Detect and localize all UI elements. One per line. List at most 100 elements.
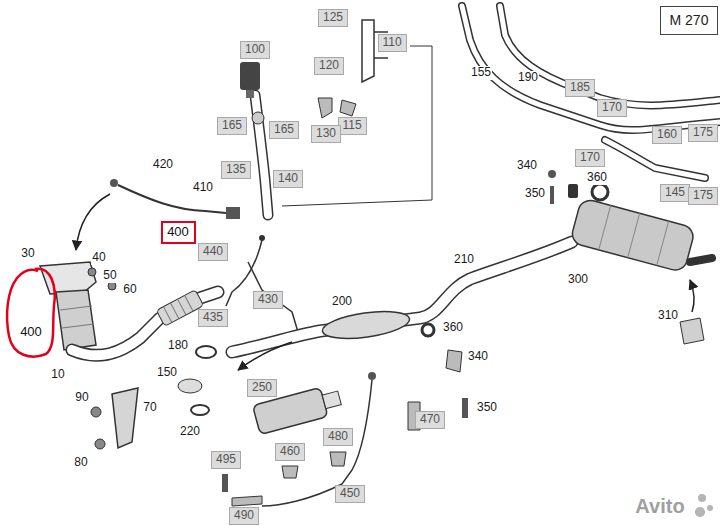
callout-number: 410 bbox=[192, 181, 214, 194]
pointer-arrow bbox=[690, 280, 694, 312]
callout-number: 10 bbox=[50, 368, 65, 381]
highlight-box: 400 bbox=[161, 221, 196, 244]
part-number-box: 175 bbox=[688, 187, 718, 205]
sensor-port bbox=[246, 90, 254, 98]
gasket bbox=[178, 379, 202, 393]
part-number: 175 bbox=[693, 126, 713, 140]
sensor-plug bbox=[226, 207, 240, 219]
part-number: 435 bbox=[203, 311, 223, 325]
part-number-box: 110 bbox=[378, 34, 407, 52]
muffler-rib bbox=[599, 206, 669, 266]
clip bbox=[340, 100, 356, 116]
callout-number: 30 bbox=[20, 247, 35, 260]
pressure-sensor bbox=[240, 62, 260, 90]
part-number: 165 bbox=[274, 123, 294, 137]
highlight-loop: 400 bbox=[5, 266, 57, 358]
filter-outlet bbox=[322, 391, 341, 409]
part-number-box: 175 bbox=[688, 124, 718, 142]
callout-number: 155 bbox=[470, 66, 492, 79]
part-number-box: 140 bbox=[273, 170, 303, 188]
part-number-box: 120 bbox=[314, 57, 344, 75]
part-number: 440 bbox=[203, 245, 223, 259]
flex-rib bbox=[163, 295, 193, 322]
tube-group bbox=[255, 6, 720, 215]
part-number: 175 bbox=[693, 189, 713, 203]
callout-number: 210 bbox=[453, 253, 475, 266]
part-number-box: 165 bbox=[217, 117, 247, 135]
tube-outline bbox=[462, 6, 720, 130]
callout-number: 70 bbox=[142, 401, 157, 414]
part-number-box: 165 bbox=[269, 121, 299, 139]
callout-number: 350 bbox=[476, 401, 498, 414]
part-number-box: 460 bbox=[275, 443, 305, 461]
callout-number: 350 bbox=[524, 187, 546, 200]
bolt bbox=[91, 407, 101, 417]
part-number: 170 bbox=[602, 101, 622, 115]
watermark-dot bbox=[695, 507, 705, 517]
callout-number: 360 bbox=[442, 321, 464, 334]
pointer-arrow bbox=[238, 342, 292, 370]
part-number: 140 bbox=[278, 172, 298, 186]
engine-code-box: M 270 bbox=[660, 6, 718, 35]
callout-number: 150 bbox=[156, 366, 178, 379]
screw bbox=[222, 474, 228, 492]
catalytic-converter bbox=[56, 290, 96, 350]
part-number-box: 170 bbox=[575, 149, 605, 167]
nut bbox=[108, 282, 116, 290]
seal-ring bbox=[191, 405, 209, 415]
part-number-box: 495 bbox=[211, 451, 241, 469]
callout-number: 90 bbox=[74, 391, 89, 404]
rear-muffler bbox=[570, 198, 696, 273]
pipe-outline bbox=[232, 242, 572, 352]
pointer-arrow bbox=[76, 194, 110, 250]
stud bbox=[88, 268, 96, 276]
part-number: 135 bbox=[226, 163, 246, 177]
part-number-box: 250 bbox=[247, 379, 277, 397]
flex-body bbox=[156, 290, 203, 327]
part-number: 430 bbox=[258, 293, 278, 307]
callout-number: 300 bbox=[567, 273, 589, 286]
callout-number: 200 bbox=[331, 295, 353, 308]
part-number: 470 bbox=[420, 413, 440, 427]
clip bbox=[330, 452, 346, 466]
rubber-ring bbox=[592, 184, 608, 200]
sensor-head bbox=[110, 179, 118, 187]
part-number: 460 bbox=[280, 445, 300, 459]
part-number: 490 bbox=[234, 509, 254, 523]
callout-number: 220 bbox=[179, 425, 201, 438]
part-number-box: 170 bbox=[597, 99, 627, 117]
tube-inner bbox=[500, 6, 720, 105]
part-number: 125 bbox=[323, 11, 343, 25]
callout-number: 310 bbox=[657, 309, 679, 322]
sensor-head bbox=[368, 372, 376, 380]
watermark: Avito bbox=[634, 495, 685, 517]
part-number-box: 480 bbox=[323, 428, 353, 446]
part-number-box: 435 bbox=[198, 309, 228, 327]
tube-inner bbox=[462, 6, 720, 130]
part-number: 170 bbox=[580, 151, 600, 165]
rubber-ring bbox=[422, 324, 434, 336]
part-number-box: 450 bbox=[335, 485, 365, 503]
part-number-box: 100 bbox=[240, 41, 270, 59]
watermark-dot bbox=[707, 505, 713, 511]
part-number: 495 bbox=[216, 453, 236, 467]
watermark-dot bbox=[698, 494, 706, 502]
callout-number: 180 bbox=[167, 339, 189, 352]
part-number: 120 bbox=[319, 59, 339, 73]
part-number-box: 470 bbox=[415, 411, 445, 429]
clip bbox=[282, 466, 298, 478]
part-number: 165 bbox=[222, 119, 242, 133]
part-number-box: 115 bbox=[338, 117, 367, 135]
sensor-tip bbox=[259, 235, 265, 241]
rubber-hanger bbox=[568, 184, 578, 198]
sensor-wire bbox=[262, 380, 372, 506]
hose-clamp bbox=[252, 112, 264, 124]
part-number: 400 bbox=[167, 225, 189, 240]
part-number-box: 125 bbox=[318, 9, 348, 27]
sensor-line bbox=[248, 262, 298, 332]
callout-number: 190 bbox=[517, 71, 539, 84]
